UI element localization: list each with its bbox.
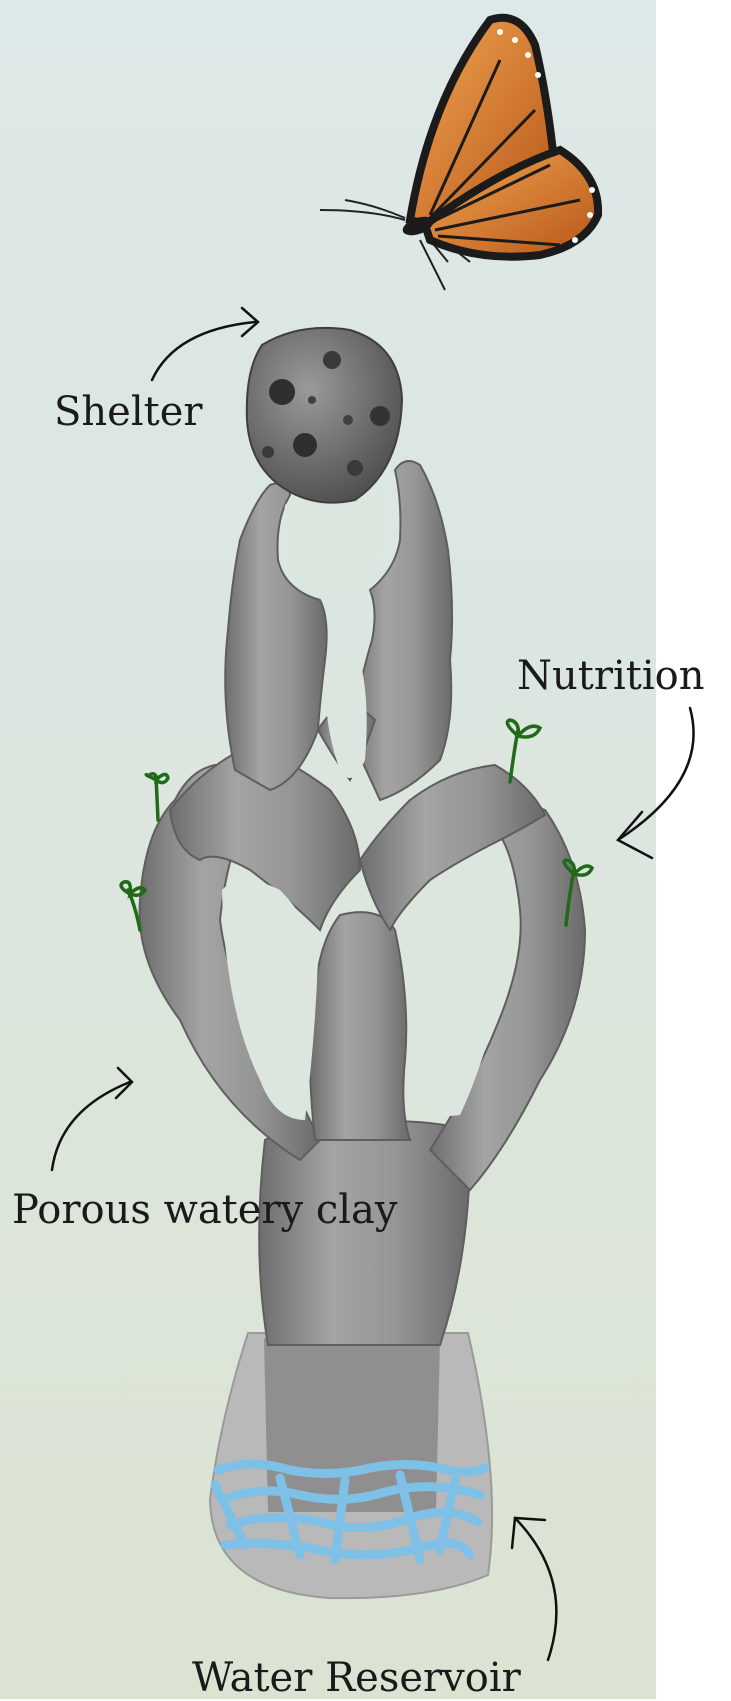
- label-shelter: Shelter: [54, 392, 203, 432]
- label-water-reservoir: Water Reservoir: [192, 1658, 521, 1698]
- butterfly-icon: [320, 18, 598, 290]
- label-nutrition: Nutrition: [517, 656, 704, 696]
- label-porous-watery-clay: Porous watery clay: [12, 1190, 398, 1230]
- porous-rock-icon: [247, 328, 402, 503]
